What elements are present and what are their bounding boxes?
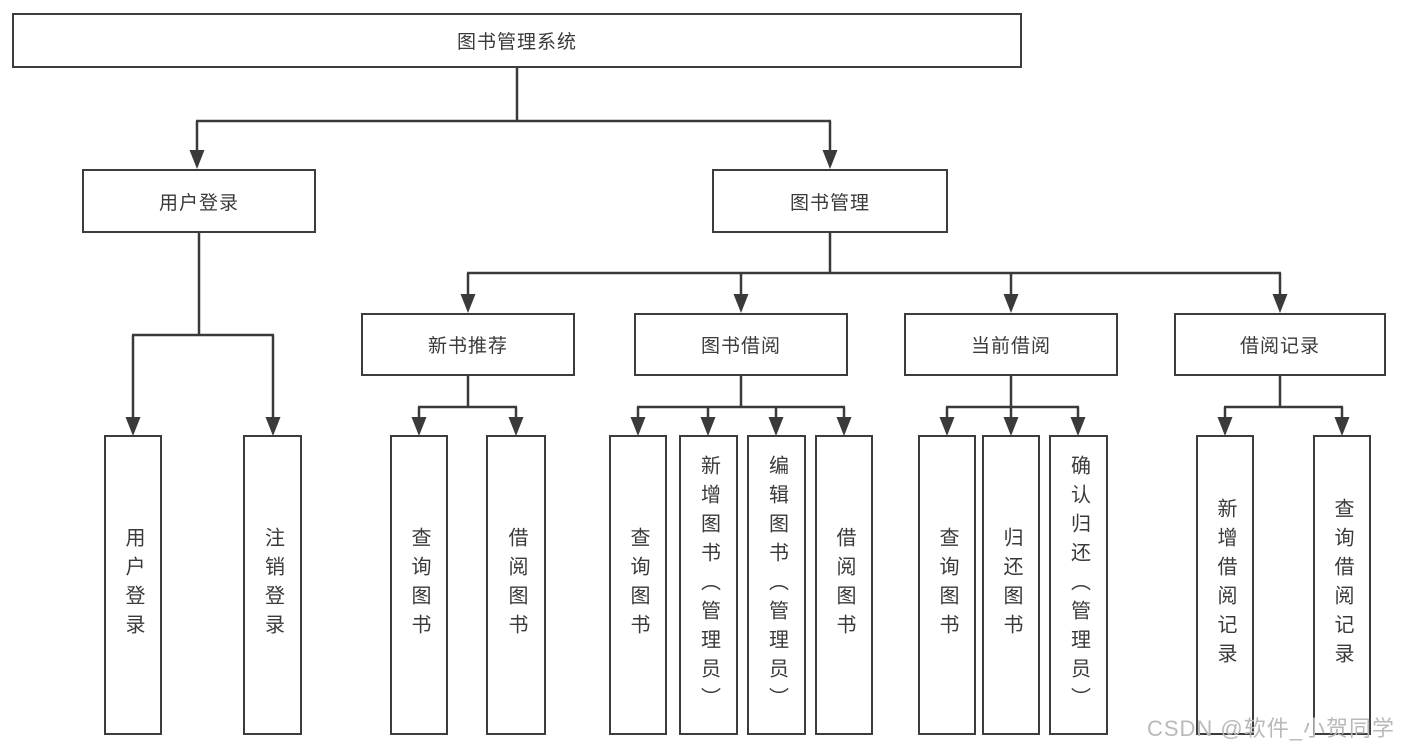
node-borrow-records: 借阅记录	[1174, 313, 1386, 376]
node-label: 借阅图书	[505, 527, 527, 643]
node-book-management: 图书管理	[712, 169, 948, 233]
leaf-recommend-query-books: 查询图书	[390, 435, 448, 735]
csdn-watermark: CSDN @软件_小贺同学	[1146, 716, 1395, 741]
node-label: 新书推荐	[427, 336, 508, 357]
node-label: 图书管理系统	[456, 32, 577, 53]
leaf-current-return-books: 归还图书	[982, 435, 1040, 735]
leaf-user-login: 用户登录	[104, 435, 162, 735]
node-label: 查询借阅记录	[1331, 498, 1353, 672]
leaf-current-query-books: 查询图书	[918, 435, 976, 735]
leaf-borrow-query-books: 查询图书	[609, 435, 667, 735]
node-label: 确认归还（管理员）	[1067, 454, 1090, 716]
leaf-records-add-borrow-record: 新增借阅记录	[1196, 435, 1254, 735]
leaf-borrow-edit-books-admin: 编辑图书（管理员）	[747, 435, 806, 735]
node-label: 图书借阅	[700, 336, 781, 357]
node-new-book-recommend: 新书推荐	[361, 313, 575, 376]
node-label: 新增借阅记录	[1214, 498, 1236, 672]
node-label: 编辑图书（管理员）	[765, 454, 788, 716]
node-label: 用户登录	[122, 527, 144, 643]
node-label: 查询图书	[408, 527, 430, 643]
node-label: 用户登录	[158, 192, 239, 214]
node-label: 新增图书（管理员）	[697, 454, 720, 716]
node-label: 当前借阅	[970, 336, 1051, 357]
node-label: 归还图书	[1000, 527, 1022, 643]
node-current-borrow: 当前借阅	[904, 313, 1118, 376]
node-label: 借阅记录	[1239, 336, 1320, 357]
node-label: 查询图书	[936, 527, 958, 643]
arrowheads	[125, 150, 1350, 436]
node-label: 借阅图书	[833, 527, 855, 643]
leaf-recommend-borrow-books: 借阅图书	[486, 435, 546, 735]
node-label: 查询图书	[627, 527, 649, 643]
node-label: 注销登录	[261, 527, 284, 643]
leaf-current-confirm-return-admin: 确认归还（管理员）	[1049, 435, 1108, 735]
node-label: 图书管理	[789, 192, 870, 214]
node-root-library-management-system: 图书管理系统	[12, 13, 1022, 68]
leaf-logout: 注销登录	[243, 435, 302, 735]
leaf-borrow-add-books-admin: 新增图书（管理员）	[679, 435, 738, 735]
node-book-borrow: 图书借阅	[634, 313, 848, 376]
leaf-borrow-borrow-books: 借阅图书	[815, 435, 873, 735]
leaf-records-query-borrow-record: 查询借阅记录	[1313, 435, 1371, 735]
node-user-login: 用户登录	[82, 169, 316, 233]
